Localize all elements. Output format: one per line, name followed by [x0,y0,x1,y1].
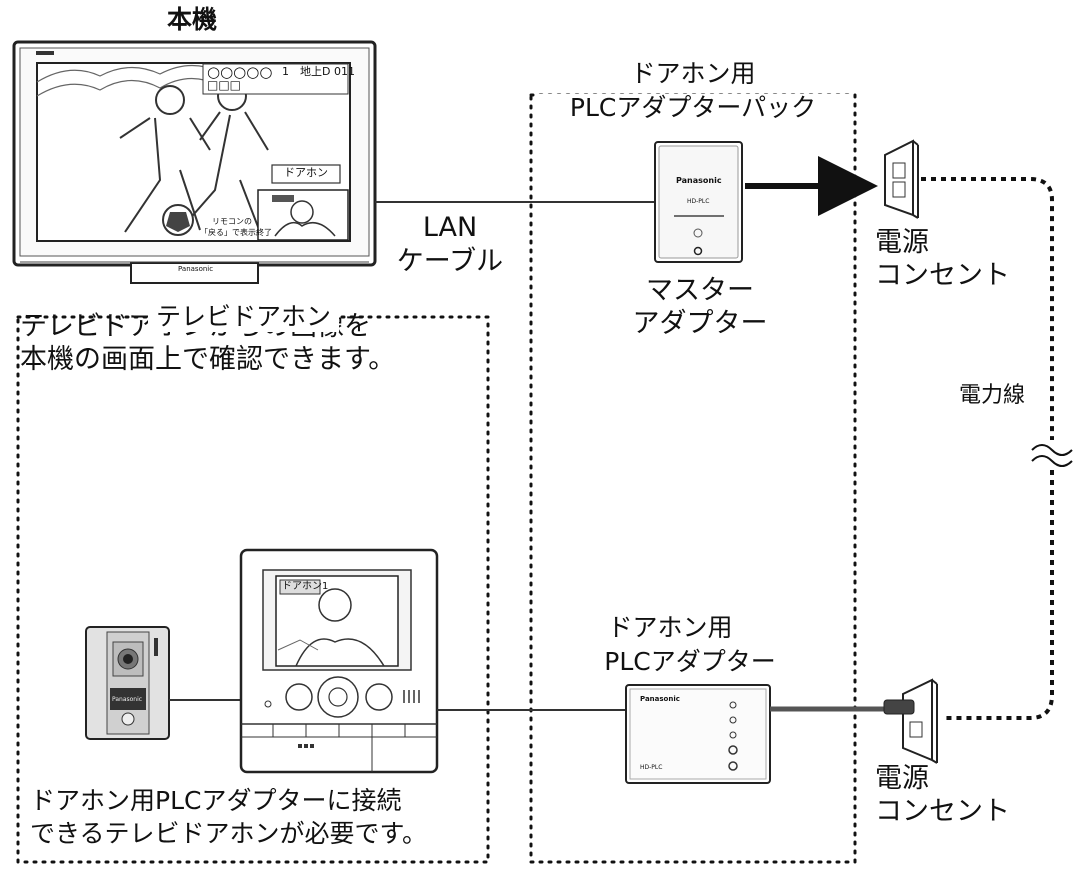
tv-channel-info: 1 地上D 011 [282,65,355,78]
tv-title: 本機 [167,5,218,34]
plc-adapter-label-line2: PLCアダプター [604,647,776,676]
top-outlet-label-line1: 電源 [875,227,929,258]
pack-title-line2: PLCアダプターパック [536,93,850,123]
lan-label-line1: LAN [422,212,478,243]
door-brand: Panasonic [112,696,143,703]
tv-channel-boxes: ○○○○○ [207,63,273,81]
master-brand: Panasonic [676,176,722,185]
channel-banner [202,63,349,95]
tv-inset-line1: リモコンの [212,217,252,226]
plc-adapter-label-line1: ドアホン用 [607,613,733,642]
wave-break-icon [1031,444,1073,467]
doorphone-group-title: テレビドアホン [148,302,340,332]
master-adapter [654,141,743,263]
plc-model: HD-PLC [640,764,663,771]
pack-title-line1: ドアホン用 [630,59,756,88]
tv-caption-line2: 本機の画面上で確認できます。 [20,344,396,375]
bottom-outlet [883,678,938,764]
plc-adapter [625,684,771,784]
power-line [921,177,1054,720]
monitor-tag: ドアホン1 [282,581,329,592]
doorphone-caption-line2: できるテレビドアホンが必要です。 [30,819,428,848]
door-station [85,626,170,740]
top-outlet [884,139,919,219]
indoor-monitor [239,548,439,774]
doorphone-caption-line1: ドアホン用PLCアダプターに接続 [30,786,402,815]
master-label-line2: アダプター [632,308,768,339]
bottom-outlet-label-line1: 電源 [875,763,929,794]
tv-brand: Panasonic [178,265,214,273]
tv-inset-line2: 「戻る」で表示終了 [200,228,272,237]
master-model: HD-PLC [687,198,710,205]
plc-brand: Panasonic [640,695,680,703]
tv-doorphone-popup-label: ドアホン [284,166,328,179]
power-line-label: 電力線 [957,383,1028,409]
top-outlet-label-line2: コンセント [875,260,1010,291]
master-label-line1: マスター [646,275,754,306]
tv-channel-sub: □□□ [207,78,242,92]
lan-label-line2: ケーブル [396,246,504,277]
soccer-players-illustration [119,81,269,236]
tv-set [12,40,377,284]
doorphone-popup [271,164,341,184]
bottom-outlet-label-line2: コンセント [875,796,1010,827]
